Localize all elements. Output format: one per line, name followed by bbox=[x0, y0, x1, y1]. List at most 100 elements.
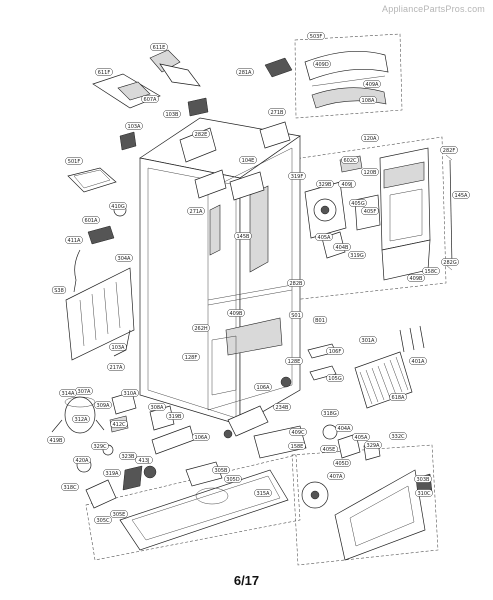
callout-315a: 315A bbox=[254, 489, 272, 497]
callout-text: 409C bbox=[291, 430, 305, 436]
callout-text: 303B bbox=[417, 477, 431, 483]
callout-text: 145B bbox=[237, 234, 251, 240]
callout-text: 120B bbox=[364, 170, 378, 176]
callout-text: 409B bbox=[410, 276, 424, 282]
callout-282e: 282E bbox=[192, 130, 210, 138]
callout-310a: 310A bbox=[121, 389, 139, 397]
callout-text: 310C bbox=[417, 491, 431, 497]
callout-282f: 282F bbox=[440, 146, 458, 154]
callout-text: 503F bbox=[310, 34, 323, 40]
callout-text: 105G bbox=[328, 376, 342, 382]
callout-text: 405F bbox=[364, 209, 377, 215]
callout-text: 128F bbox=[185, 355, 198, 361]
callout-text: 405A bbox=[355, 435, 369, 441]
callout-text: 611F bbox=[98, 70, 111, 76]
callout-103a: 103A bbox=[109, 343, 127, 351]
callout-611e: 611E bbox=[150, 43, 168, 51]
callout-106a: 106A bbox=[254, 383, 272, 391]
callout-128e: 128E bbox=[285, 357, 303, 365]
callout-text: 329B bbox=[319, 182, 333, 188]
callout-text: 405A bbox=[318, 235, 332, 241]
callout-282g: 282G bbox=[441, 258, 459, 266]
callout-271b: 271B bbox=[268, 108, 286, 116]
callout-text: 158C bbox=[424, 269, 438, 275]
callout-text: 404A bbox=[338, 426, 352, 432]
callout-405g: 405G bbox=[349, 199, 367, 207]
callout-text: 309A bbox=[97, 403, 111, 409]
callout-108a: 108A bbox=[359, 96, 377, 104]
callout-text: 319B bbox=[169, 414, 183, 420]
callout-405e: 405E bbox=[320, 445, 338, 453]
callout-text: 420A bbox=[76, 458, 90, 464]
callout-611f: 611F bbox=[95, 68, 113, 76]
callout-text: 409J bbox=[341, 182, 352, 188]
callout-158e: 158E bbox=[288, 442, 306, 450]
callout-319b: 319B bbox=[166, 412, 184, 420]
callout-text: 282B bbox=[290, 281, 304, 287]
callout-318c: 318C bbox=[61, 483, 79, 491]
compressor-assembly bbox=[51, 391, 175, 509]
callout-404b: 404B bbox=[333, 243, 351, 251]
callout-text: 120A bbox=[364, 136, 378, 142]
callout-text: 601A bbox=[85, 218, 99, 224]
callout-text: S01 bbox=[291, 313, 301, 319]
callout-text: 409A bbox=[366, 82, 380, 88]
callout-text: 217A bbox=[110, 365, 124, 371]
callout-text: B01 bbox=[315, 318, 325, 324]
callout-282b: 282B bbox=[287, 279, 305, 287]
callout-text: 310A bbox=[124, 391, 138, 397]
callout-305c: 305C bbox=[94, 516, 112, 524]
callout-405a: 405A bbox=[352, 433, 370, 441]
callout-text: S38 bbox=[54, 288, 64, 294]
callout-405d: 405D bbox=[333, 459, 351, 467]
callout-text: 103A bbox=[112, 345, 126, 351]
callout-409d: 409D bbox=[313, 60, 331, 68]
callout-text: 407A bbox=[330, 474, 344, 480]
callout-text: 409D bbox=[315, 62, 329, 68]
callout-319f: 319F bbox=[288, 172, 306, 180]
callout-text: 314A bbox=[62, 391, 76, 397]
callout-text: 305C bbox=[96, 518, 110, 524]
callout-120b: 120B bbox=[361, 168, 379, 176]
callout-310c: 310C bbox=[415, 489, 433, 497]
callout-text: 411A bbox=[68, 238, 82, 244]
callout-text: 234B bbox=[276, 405, 290, 411]
callout-text: 315A bbox=[257, 491, 271, 497]
top-cover-assembly bbox=[264, 50, 389, 109]
callout-145a: 145A bbox=[452, 191, 470, 199]
callout-319g: 319G bbox=[348, 251, 366, 259]
callout-407a: 407A bbox=[327, 472, 345, 480]
callout-text: 308A bbox=[151, 405, 165, 411]
callout-271a: 271A bbox=[187, 207, 205, 215]
callout-text: 618A bbox=[392, 395, 406, 401]
callout-301a: 301A bbox=[359, 336, 377, 344]
callout-312a: 312A bbox=[72, 415, 90, 423]
callout-303b: 303B bbox=[414, 475, 432, 483]
callout-409b: 409B bbox=[227, 309, 245, 317]
callout-319a: 319A bbox=[103, 469, 121, 477]
callout-text: 607A bbox=[144, 97, 158, 103]
callout-text: 401A bbox=[412, 359, 426, 365]
callout-text: 271B bbox=[271, 110, 285, 116]
callout-329b: 329B bbox=[316, 180, 334, 188]
callout-404a: 404A bbox=[335, 424, 353, 432]
callout-labels: 503F 409D 409A 108A 281A 611E 611F 607A 103B 103A… bbox=[47, 32, 470, 524]
group-border-top-right bbox=[294, 33, 403, 119]
callout-text: 602C bbox=[343, 158, 357, 164]
callout-103a: 103A bbox=[125, 122, 143, 130]
callout-145b: 145B bbox=[234, 232, 252, 240]
watermark: AppliancePartsPros.com bbox=[382, 4, 485, 14]
callout-103b: 103B bbox=[163, 110, 181, 118]
callout-304a: 304A bbox=[115, 254, 133, 262]
callout-501f: 501F bbox=[65, 157, 83, 165]
callout-234b: 234B bbox=[273, 403, 291, 411]
callout-text: 281A bbox=[239, 70, 253, 76]
callout-text: 413J bbox=[138, 458, 149, 464]
callout-text: 611E bbox=[153, 45, 166, 51]
callout-105g: 105G bbox=[326, 374, 344, 382]
group-border-bottom-tray bbox=[85, 454, 301, 561]
callout-409b: 409B bbox=[407, 274, 425, 282]
callout-text: 128E bbox=[288, 359, 301, 365]
callout-419b: 419B bbox=[47, 436, 65, 444]
